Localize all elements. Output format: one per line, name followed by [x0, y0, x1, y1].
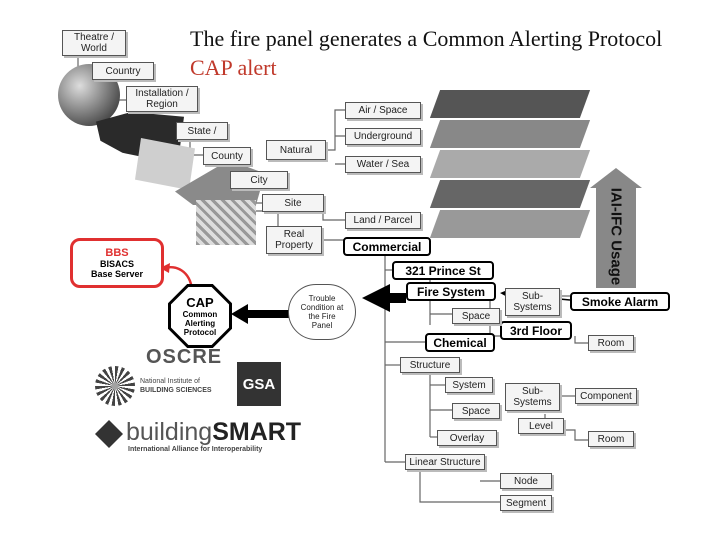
node-site: Site — [262, 194, 324, 212]
cap-line3: Protocol — [183, 327, 217, 337]
buildingsmart-a: building — [126, 418, 213, 446]
node-level: Level — [518, 418, 564, 434]
bbs-box: BBS BISACS Base Server — [70, 238, 164, 288]
usage-label: IAI-IFC Usage — [607, 187, 625, 286]
title-line-1: The fire panel generates a Common Alerti… — [190, 26, 663, 51]
terrain-layers-image — [425, 90, 600, 245]
nibs-logo-icon — [95, 366, 135, 406]
node-installation-region: Installation / Region — [126, 86, 198, 112]
nibs-line2: BUILDING SCIENCES — [140, 387, 212, 394]
node-country: Country — [92, 62, 154, 80]
node-smoke-alarm: Smoke Alarm — [570, 292, 670, 311]
buildingsmart-tagline: International Alliance for Interoperabil… — [128, 446, 263, 453]
gsa-logo: GSA — [237, 362, 281, 406]
node-fire-system: Fire System — [406, 282, 496, 301]
gsa-text: GSA — [242, 375, 276, 393]
node-system: System — [445, 377, 493, 393]
node-address: 321 Prince St — [392, 261, 494, 280]
buildingsmart-b: SMART — [212, 418, 302, 446]
city-map-image — [196, 200, 256, 245]
node-land-parcel: Land / Parcel — [345, 212, 421, 229]
title-line-2: CAP alert — [190, 55, 277, 80]
cap-line2: Alerting — [184, 318, 216, 328]
node-commercial: Commercial — [343, 237, 431, 256]
node-water-sea: Water / Sea — [345, 156, 421, 173]
bbs-line2: Base Server — [90, 269, 144, 279]
node-3rd-floor: 3rd Floor — [500, 321, 572, 340]
oscre-logo: OSCRE — [146, 346, 223, 368]
slide-title: The fire panel generates a Common Alerti… — [190, 24, 715, 82]
node-natural: Natural — [266, 140, 326, 160]
node-sub-systems-1: Sub-Systems — [505, 288, 560, 316]
node-linear-structure: Linear Structure — [405, 454, 485, 470]
usage-arrow: IAI-IFC Usage — [590, 168, 642, 288]
node-space-1: Space — [452, 308, 500, 324]
node-air-space: Air / Space — [345, 102, 421, 119]
node-county: County — [203, 147, 251, 165]
trouble-cloud: Trouble Condition at the Fire Panel — [288, 284, 356, 340]
bbs-line1: BISACS — [99, 259, 134, 269]
node-room-1: Room — [588, 335, 634, 351]
node-chemical: Chemical — [425, 333, 495, 352]
node-segment: Segment — [500, 495, 552, 511]
state-map-image — [135, 138, 195, 190]
cap-line1: Common — [182, 309, 218, 319]
node-room-2: Room — [588, 431, 634, 447]
node-state: State / — [176, 122, 228, 140]
trouble-cloud-text: Trouble Condition at the Fire Panel — [300, 294, 344, 330]
cap-title: CAP — [186, 294, 214, 310]
node-real-property: Real Property — [266, 226, 322, 254]
node-overlay: Overlay — [437, 430, 497, 446]
node-sub-systems-2: Sub-Systems — [505, 383, 560, 411]
cap-octagon: CAP Common Alerting Protocol — [168, 284, 232, 348]
node-theatre-world: Theatre / World — [62, 30, 126, 56]
node-underground: Underground — [345, 128, 421, 145]
node-space-2: Space — [452, 403, 500, 419]
buildingsmart-logo: buildingSMART — [126, 418, 301, 446]
bbs-title: BBS — [105, 247, 129, 259]
node-component: Component — [575, 388, 637, 404]
node-structure: Structure — [400, 357, 460, 373]
nibs-line1: National Institute of — [140, 378, 200, 385]
node-node: Node — [500, 473, 552, 489]
node-city: City — [230, 171, 288, 189]
